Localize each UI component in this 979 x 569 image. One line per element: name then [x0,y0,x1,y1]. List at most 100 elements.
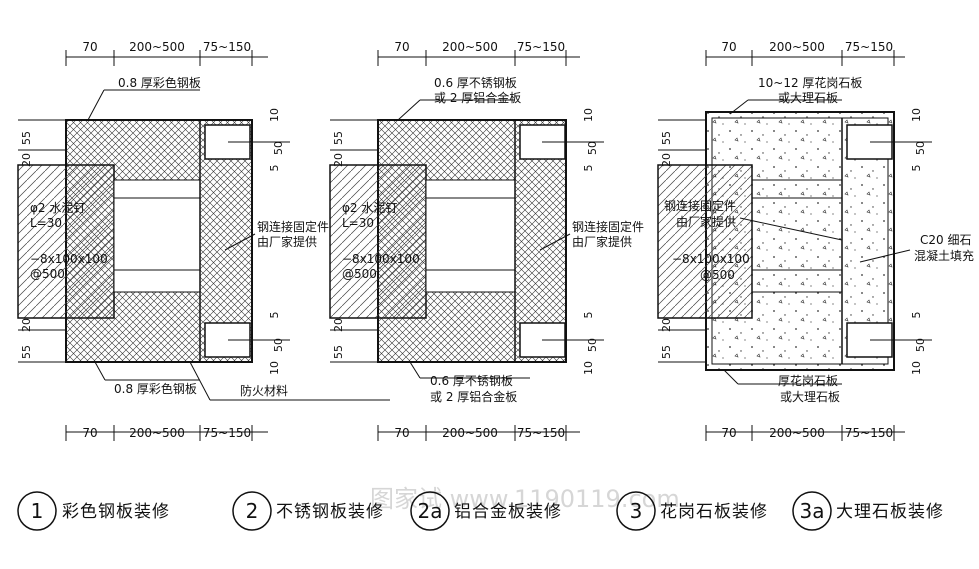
dim-20: 20 [660,318,673,332]
dim-70: 70 [394,40,409,54]
dim-75-150: 75~150 [517,40,565,54]
dim-55: 55 [20,345,33,359]
caption-number: 2a [418,499,443,523]
left-vertical-dimensions: 55 20 20 55 [658,119,706,363]
label-fireproof: 防火材料 [240,383,288,398]
concrete-wall [329,164,427,319]
dim-55: 55 [660,131,673,145]
dim-50: 50 [914,338,927,352]
dim-75-150: 75~150 [845,40,893,54]
dim-5: 5 [582,165,595,172]
dim-20: 20 [20,153,33,167]
caption-number: 3 [630,499,643,523]
dim-20: 20 [332,318,345,332]
label-granite-bottom-1: 厚花岗石板 [778,373,838,388]
label-concrete-1: C20 细石 [920,233,971,247]
label-plate-1: −8x100x100 [342,252,420,266]
label-nail-1: φ2 水泥钉 [30,201,85,215]
dim-55: 55 [20,131,33,145]
caption-3a: 3a 大理石板装修 [792,491,943,531]
detail-2-stainless-steel: 70 200~500 75~150 70 200~500 75~150 55 2… [329,40,644,441]
dim-200-500: 200~500 [129,426,185,440]
label-fixing-1: 钢连接固定件 [572,219,644,234]
detail-1-color-steel: 70 200~500 75~150 70 200~500 75~150 55 2… [17,40,390,441]
caption-number-circle [232,491,272,531]
dim-75-150: 75~150 [517,426,565,440]
dim-200-500: 200~500 [769,426,825,440]
dim-20: 20 [20,318,33,332]
label-nail-2: L=30 [342,216,374,230]
caption-number: 2 [246,499,259,523]
dim-50: 50 [586,141,599,155]
caption-number: 1 [31,499,44,523]
dim-10: 10 [582,108,595,122]
dim-75-150: 75~150 [203,40,251,54]
caption-text: 不锈钢板装修 [276,502,384,522]
concrete-wall [657,164,753,319]
caption-text: 花岗石板装修 [660,502,768,522]
label-plate-1: −8x100x100 [672,252,750,266]
caption-number-circle [616,491,656,531]
dim-50: 50 [272,338,285,352]
bottom-dimension-line: 70 200~500 75~150 [377,425,580,441]
caption-2: 2 不锈钢板装修 [232,491,384,531]
dim-70: 70 [721,426,736,440]
dim-10: 10 [910,361,923,375]
label-fixing-2: 由厂家提供 [257,234,317,249]
caption-number-circle [792,491,832,531]
label-plate-2: @500 [700,268,735,282]
dim-50: 50 [586,338,599,352]
dim-200-500: 200~500 [129,40,185,54]
caption-3: 3 花岗石板装修 [616,491,768,531]
label-stainless-bottom-1: 0.6 厚不锈钢板 [430,374,513,388]
left-vertical-dimensions: 55 20 20 55 [330,119,378,363]
top-dimension-line: 70 200~500 75~150 [705,40,905,66]
label-stainless-bottom-2: 或 2 厚铝合金板 [430,389,517,404]
dim-55: 55 [332,131,345,145]
label-plate-2: @500 [342,267,377,281]
dim-200-500: 200~500 [442,40,498,54]
dim-50: 50 [272,141,285,155]
dim-70: 70 [82,426,97,440]
label-granite-top-2: 或大理石板 [778,91,838,105]
dim-55: 55 [660,345,673,359]
left-vertical-dimensions: 55 20 20 55 [18,119,66,363]
label-fixing-1: 钢连接固定件 [257,219,329,234]
dim-200-500: 200~500 [442,426,498,440]
label-color-steel-top: 0.8 厚彩色钢板 [118,76,201,90]
dim-5: 5 [268,312,281,319]
dim-10: 10 [268,108,281,122]
dim-75-150: 75~150 [845,426,893,440]
dim-10: 10 [268,361,281,375]
caption-text: 铝合金板装修 [454,502,562,522]
caption-number-circle [17,491,57,531]
top-dimension-line: 70 200~500 75~150 [65,40,268,66]
watermark: 图家试 www.1190119.com [370,485,680,513]
detail-3-granite-marble: 70 200~500 75~150 70 200~500 75~150 55 2… [657,40,974,441]
dim-20: 20 [660,153,673,167]
dim-70: 70 [721,40,736,54]
caption-number-circle [410,491,450,531]
label-fixing-2: 由厂家提供 [572,234,632,249]
caption-text: 彩色钢板装修 [62,502,170,522]
label-color-steel-bottom: 0.8 厚彩色钢板 [114,382,197,396]
dim-200-500: 200~500 [769,40,825,54]
bottom-dimension-line: 70 200~500 75~150 [65,425,268,441]
fireproof-core [113,179,201,293]
label-granite-bottom-2: 或大理石板 [780,390,840,404]
caption-1: 1 彩色钢板装修 [17,491,170,531]
label-plate-1: −8x100x100 [30,252,108,266]
dim-10: 10 [910,108,923,122]
dim-10: 10 [582,361,595,375]
caption-2a: 2a 铝合金板装修 [410,491,562,531]
label-plate-2: @500 [30,267,65,281]
dim-5: 5 [910,312,923,319]
label-granite-top-1: 10~12 厚花岗石板 [758,75,862,90]
label-concrete-2: 混凝土填充 [914,248,974,263]
dim-5: 5 [268,165,281,172]
dim-20: 20 [332,153,345,167]
caption-number: 3a [800,499,825,523]
dim-5: 5 [582,312,595,319]
label-nail-1: φ2 水泥钉 [342,201,397,215]
